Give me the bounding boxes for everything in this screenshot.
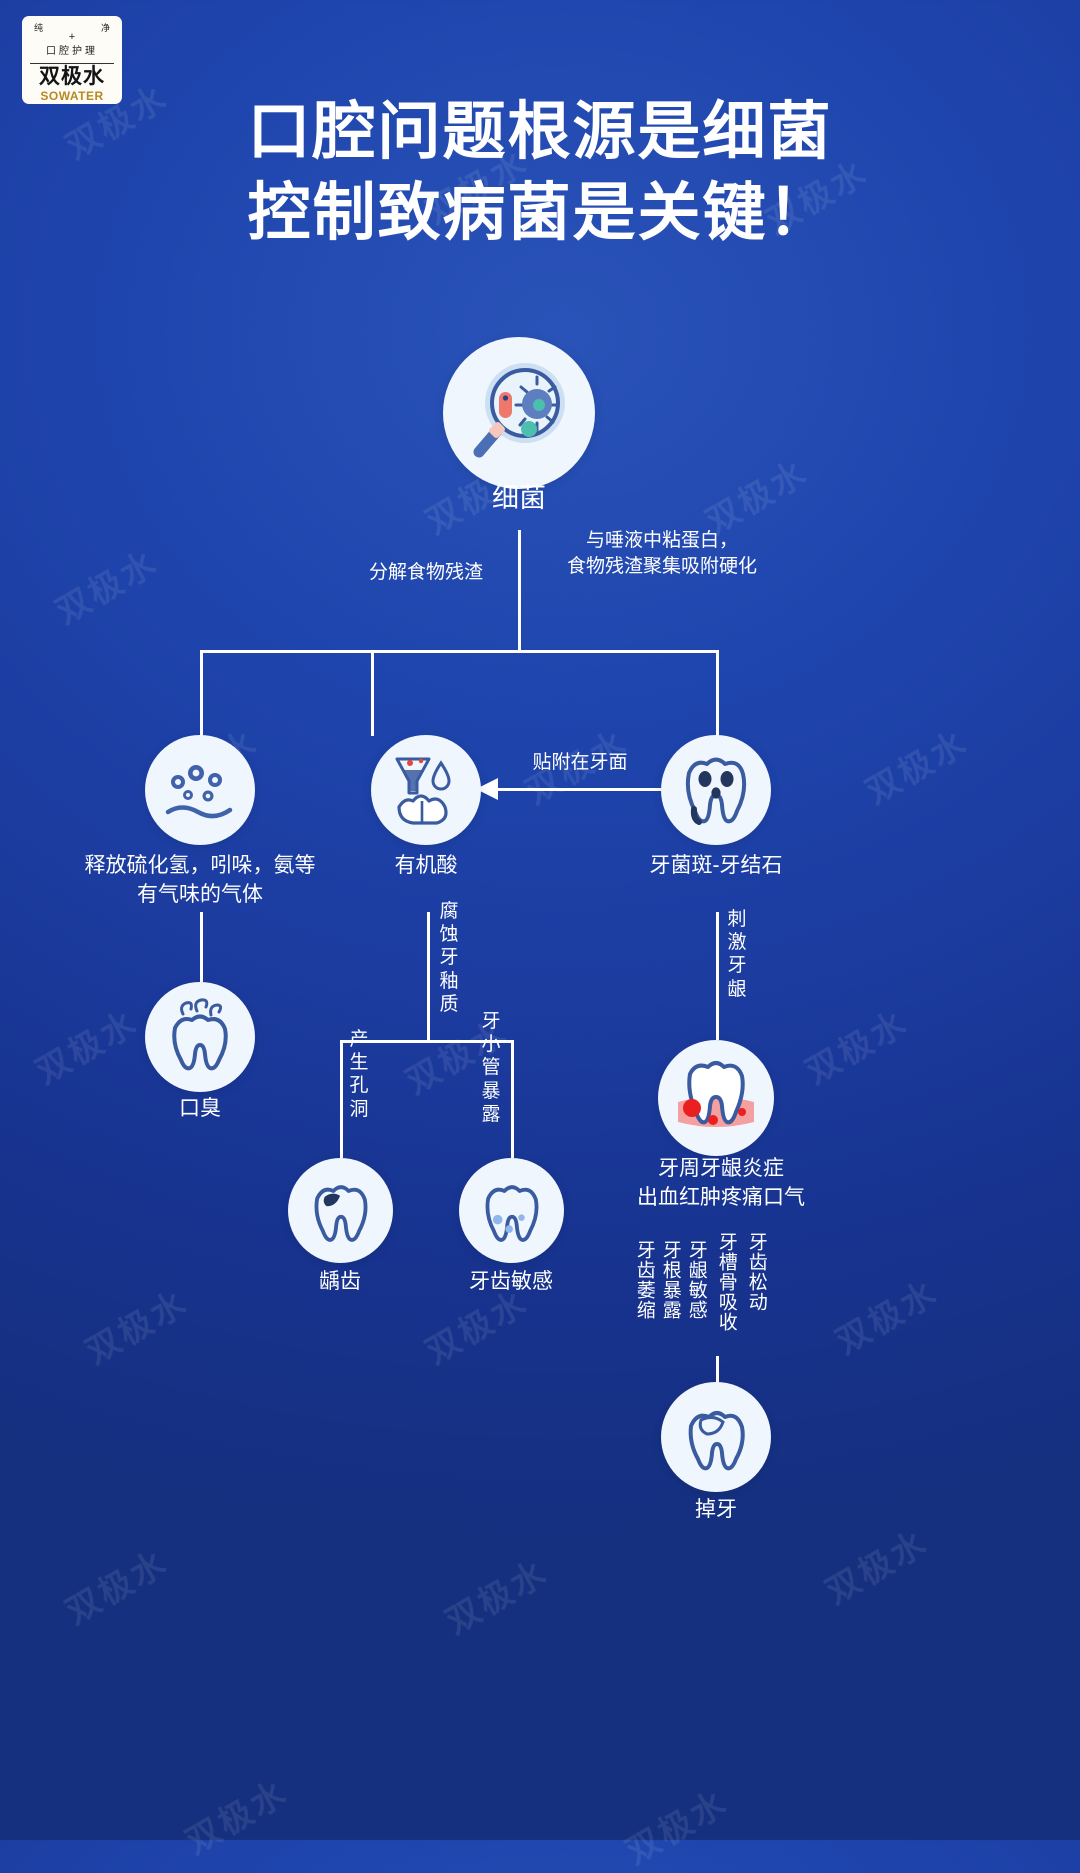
node-caries [288,1158,393,1263]
edge-label-root-exposed: 牙根暴露 [659,1240,681,1320]
sensitive-tooth-icon [459,1158,564,1263]
connector-bacteria-down [518,530,521,650]
connector-to-gas [200,650,203,736]
acid-beaker-icon [371,735,481,845]
connector-perio-to-toothloss [716,1356,719,1402]
connector-to-acid [371,650,374,736]
logo-word-clean: 净 [100,23,110,33]
missing-tooth-svg [688,1411,745,1471]
connector-acid-down [427,912,430,1040]
connector-to-caries [340,1040,343,1158]
edge-label-make-holes: 产生 孔洞 [349,1029,369,1120]
node-caries-label: 龋齿 [319,1270,361,1293]
inflamed-gum-svg [678,1061,754,1127]
brand-logo: 纯 + 净 口腔护理 双极水 SOWATER [22,16,122,104]
connector-plaque-to-perio [716,912,719,1040]
missing-tooth-icon [661,1382,771,1492]
arrowhead-left [476,776,500,807]
watermark: 双极水 [619,1783,735,1872]
title-line-2: 控制致病菌是关键！ [247,177,833,248]
logo-divider [30,63,114,64]
logo-tagline: 纯 + 净 口腔护理 [30,21,114,61]
node-halitosis-label: 口臭 [179,1097,221,1120]
page-title: 口腔问题根源是细菌 控制致病菌是关键！ [0,92,1080,253]
node-periodontitis [658,1040,774,1156]
title-line-1: 口腔问题根源是细菌 [247,97,833,167]
edge-label-decompose: 分解食物残渣 [368,562,483,583]
node-plaque [661,735,771,845]
node-gas-label: 释放硫化氢，吲哚，氨等 有气味的气体 [84,854,316,906]
watermark: 双极水 [829,1273,945,1362]
node-bacteria-label: 细菌 [492,483,546,513]
watermark: 双极水 [859,723,975,812]
node-toothloss [661,1382,771,1492]
watermark: 双极水 [799,1003,915,1092]
node-gas [145,735,255,845]
magnifier-bacteria-icon [443,337,595,489]
edge-label-gum-sensitive: 牙龈敏感 [685,1240,707,1320]
connector-plaque-to-acid [489,788,661,791]
edge-label-tooth-loose: 牙齿松动 [745,1232,767,1312]
acid-beaker-svg [395,757,451,825]
logo-brand-cn: 双极水 [39,65,105,88]
edge-label-gum-recession: 牙齿萎缩 [633,1240,655,1320]
watermark: 双极水 [59,1543,175,1632]
edge-label-tubule-exposed: 牙小 管暴 露 [481,1011,501,1125]
bad-breath-tooth-icon [145,982,255,1092]
sensitive-tooth-svg [485,1184,538,1242]
plaque-tooth-icon [661,735,771,845]
edge-label-attach: 贴附在牙面 [532,752,628,773]
edge-label-irritate-gum: 刺激 牙龈 [727,909,747,1000]
cavity-tooth-svg [314,1184,367,1242]
connector-gas-to-halitosis [200,912,203,982]
logo-word-pure: 纯 [34,23,44,33]
connector-acid-split [340,1040,514,1043]
bad-breath-tooth-svg [172,998,228,1071]
bubbles-gas-svg [165,765,233,819]
watermark: 双极水 [49,543,165,632]
edge-label-bone-resorption: 牙槽骨吸收 [715,1232,737,1332]
watermark: 双极水 [179,1773,295,1862]
edge-label-mucin: 与唾液中粘蛋白， 食物残渣聚集吸附硬化 [566,530,757,578]
node-sensitivity-label: 牙齿敏感 [469,1270,553,1293]
magnifier-bacteria-svg [473,363,565,458]
logo-subtitle: 口腔护理 [46,46,98,57]
connector-top-split [200,650,718,653]
watermark: 双极水 [439,1553,555,1642]
node-acid-label: 有机酸 [394,854,458,877]
bubbles-gas-icon [145,735,255,845]
watermark: 双极水 [29,1003,145,1092]
connector-to-sensitivity [511,1040,514,1158]
logo-brand-en: SOWATER [40,89,104,104]
node-halitosis [145,982,255,1092]
inflamed-gum-icon [658,1040,774,1156]
node-toothloss-label: 掉牙 [695,1498,737,1521]
plaque-tooth-svg [685,757,747,825]
cavity-tooth-icon [288,1158,393,1263]
watermark: 双极水 [819,1523,935,1612]
node-periodontitis-label: 牙周牙龈炎症 出血红肿疼痛口气 [637,1157,805,1209]
connector-to-plaque [716,650,719,736]
node-bacteria [443,337,595,489]
node-sensitivity [459,1158,564,1263]
node-acid [371,735,481,845]
watermark: 双极水 [79,1283,195,1372]
node-plaque-label: 牙菌斑-牙结石 [649,854,783,877]
edge-label-erode-enamel: 腐蚀 牙釉 质 [439,901,459,1015]
logo-plus-sign: + [68,31,76,43]
arrowhead-left-svg [476,778,498,800]
